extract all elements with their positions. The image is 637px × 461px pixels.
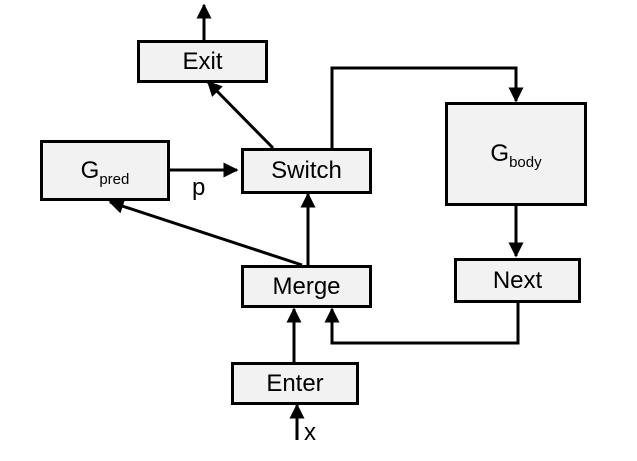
gbody-node-subscript: body xyxy=(509,154,542,171)
edge-switch-to-gbody xyxy=(330,66,524,148)
exit-node-label: Exit xyxy=(182,47,223,75)
next-node-label: Next xyxy=(492,266,543,294)
exit-node: Exit xyxy=(137,40,268,83)
gbody-node-label: Gbody xyxy=(490,140,541,171)
gpred-node-main: G xyxy=(80,156,100,184)
enter-node: Enter xyxy=(231,362,359,405)
gpred-node: Gpred xyxy=(40,140,170,201)
merge-node-label: Merge xyxy=(272,272,341,300)
merge-node: Merge xyxy=(241,265,372,308)
enter-node-label: Enter xyxy=(266,369,324,397)
next-node: Next xyxy=(454,258,581,303)
switch-node: Switch xyxy=(241,148,372,194)
edge-label-x: x xyxy=(304,419,316,446)
gpred-node-label: Gpred xyxy=(80,156,130,187)
edge-switch-to-exit xyxy=(206,80,275,150)
edge-label-p: p xyxy=(192,174,206,201)
gbody-node-main: G xyxy=(490,140,510,167)
switch-node-label: Switch xyxy=(271,157,342,184)
gbody-node: Gbody xyxy=(445,102,587,206)
edge-next-to-merge xyxy=(324,302,520,345)
edge-merge-to-gpred xyxy=(108,199,303,267)
gpred-node-subscript: pred xyxy=(99,170,130,188)
